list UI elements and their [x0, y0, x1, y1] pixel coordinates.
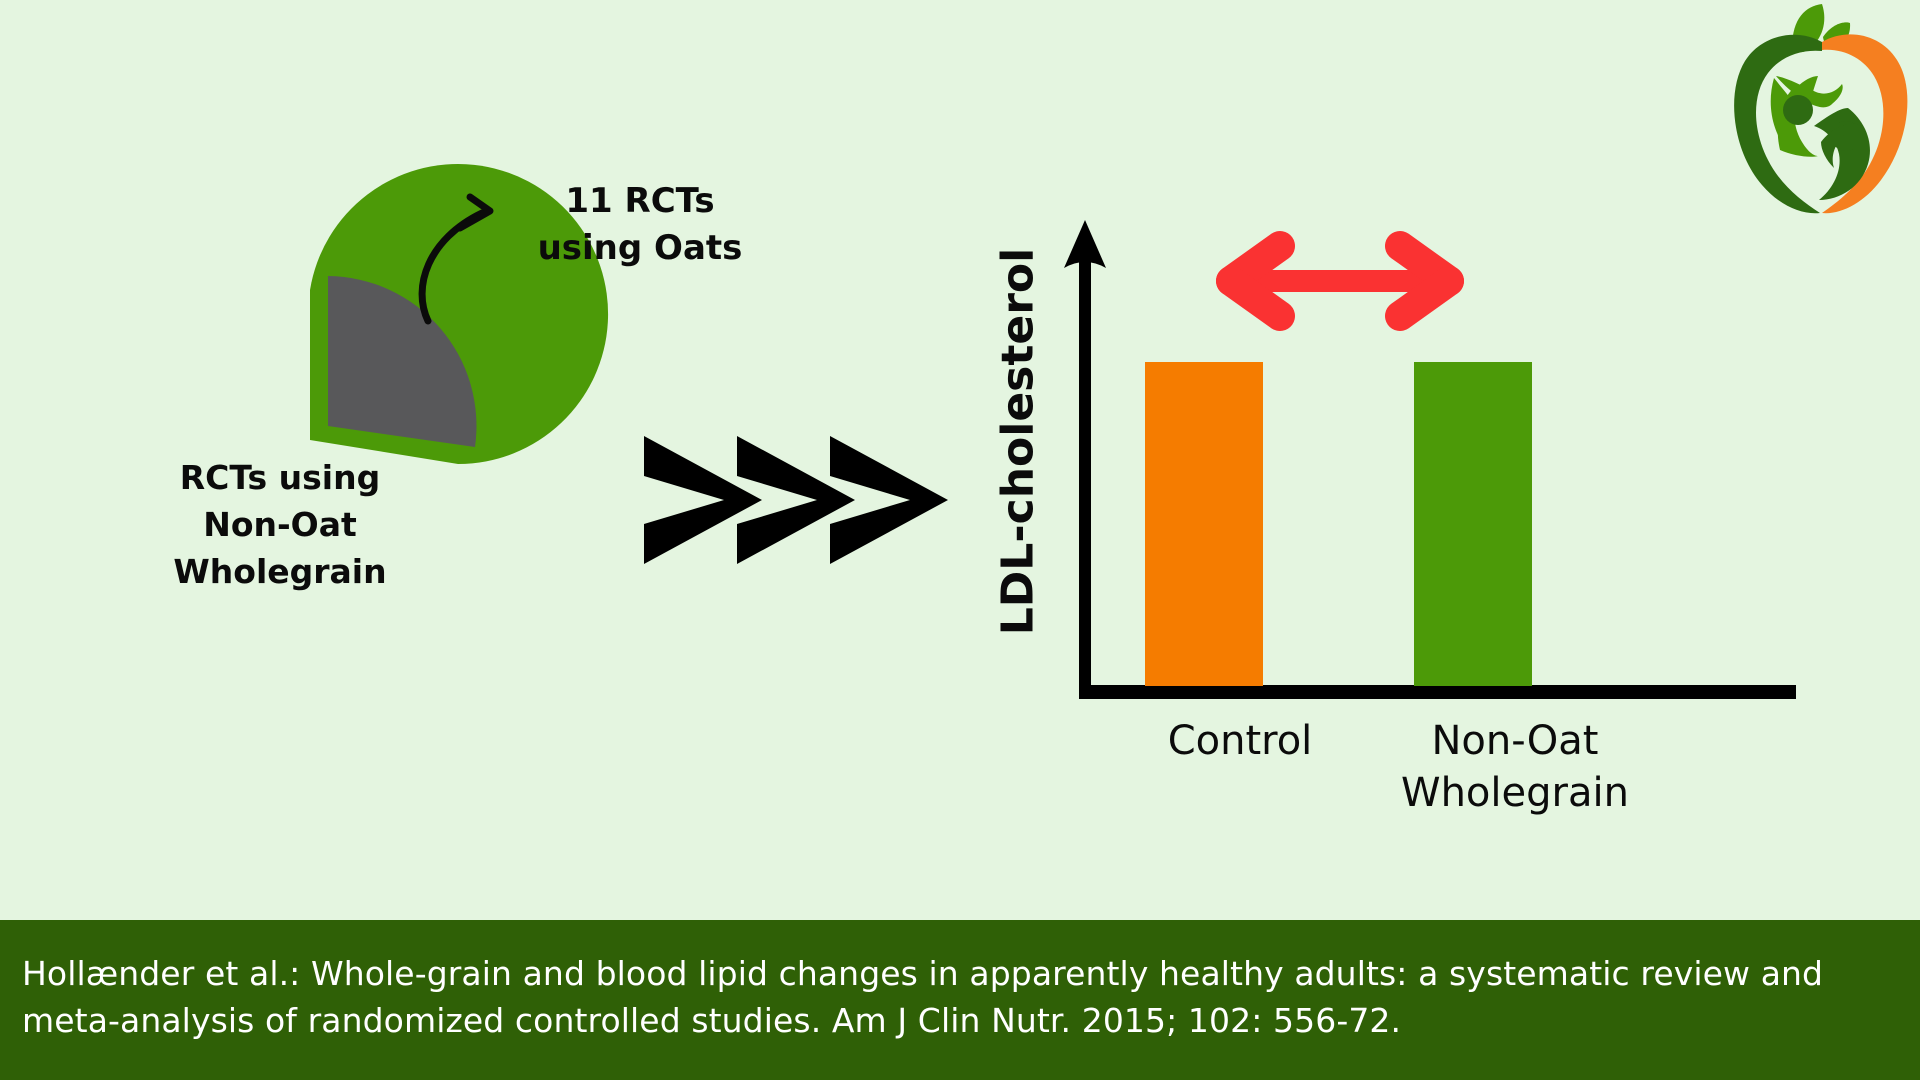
y-axis-title: LDL-cholesterol — [992, 247, 1044, 636]
chevron-3 — [830, 436, 948, 564]
transition-chevrons-icon — [640, 430, 960, 570]
y-axis — [1064, 220, 1106, 692]
callout-curved-arrow-icon — [390, 175, 550, 325]
bar-non-oat-wholegrain — [1414, 362, 1532, 686]
callout-line-0: 11 RCTs — [565, 181, 715, 221]
bar-chart: LDL-cholesterol Control Non-Oat Wholegra… — [980, 210, 1820, 816]
chevron-1 — [644, 436, 762, 564]
apple-with-two-figures-logo — [1718, 4, 1914, 218]
pie-callout-label: 11 RCTs using Oats — [505, 178, 775, 272]
no-difference-double-arrow-icon — [1216, 231, 1464, 331]
x-tick-label-control: Control — [1090, 715, 1390, 767]
x-tick-label-non-oat-line-1: Wholegrain — [1401, 770, 1629, 816]
pie-slice-oats — [328, 276, 477, 447]
bar-control — [1145, 362, 1263, 686]
x-tick-label-non-oat-wholegrain: Non-Oat Wholegrain — [1340, 715, 1690, 819]
x-tick-label-control-line-0: Control — [1167, 718, 1313, 764]
citation-text: Hollænder et al.: Whole-grain and blood … — [22, 954, 1824, 1041]
chevron-2 — [737, 436, 855, 564]
citation-footer: Hollænder et al.: Whole-grain and blood … — [0, 920, 1920, 1080]
x-tick-label-non-oat-line-0: Non-Oat — [1431, 718, 1599, 764]
callout-line-1: using Oats — [537, 227, 743, 268]
